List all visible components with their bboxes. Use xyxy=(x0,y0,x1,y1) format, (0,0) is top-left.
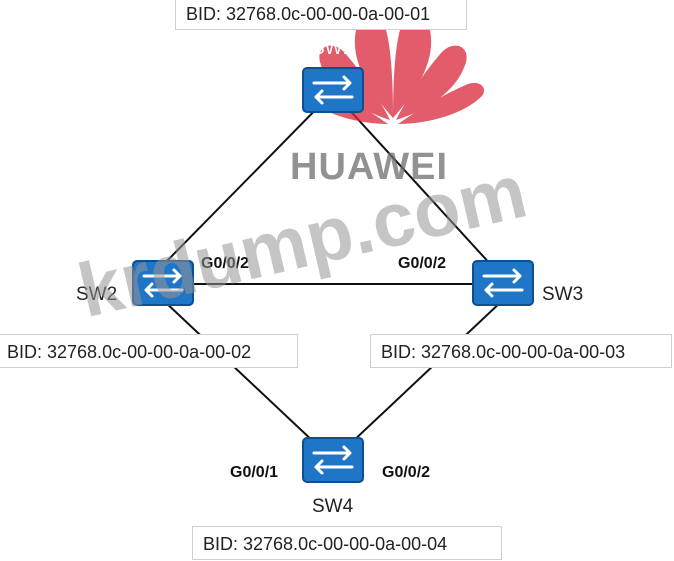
sw2-bid-label: BID: 32768.0c-00-00-0a-00-02 xyxy=(0,334,298,368)
sw2-switch[interactable] xyxy=(132,260,194,306)
link-sw1-sw2 xyxy=(162,91,334,266)
switch-icon xyxy=(472,260,534,306)
port-sw3-g0-0-2: G0/0/2 xyxy=(398,255,447,272)
sw3-switch[interactable] xyxy=(472,260,534,306)
switch-icon xyxy=(302,67,364,113)
sw1-switch[interactable] xyxy=(302,67,364,113)
sw2-name: SW2 xyxy=(76,284,118,305)
link-sw1-sw3 xyxy=(332,91,504,279)
port-sw2-g0-0-2: G0/0/2 xyxy=(201,255,250,272)
sw3-name: SW3 xyxy=(542,284,584,305)
sw1-bid-label: BID: 32768.0c-00-00-0a-00-01 xyxy=(175,0,467,30)
port-sw4-g0-0-2: G0/0/2 xyxy=(382,464,431,481)
link-sw2-sw4 xyxy=(162,299,334,461)
sw4-switch[interactable] xyxy=(302,437,364,483)
sw4-bid-label: BID: 32768.0c-00-00-0a-00-04 xyxy=(192,526,502,560)
port-sw4-g0-0-1: G0/0/1 xyxy=(230,464,279,481)
link-sw3-sw4 xyxy=(332,299,504,461)
sw3-bid-label: BID: 32768.0c-00-00-0a-00-03 xyxy=(370,334,672,368)
huawei-watermark-text: HUAWEI xyxy=(290,146,448,188)
switch-icon xyxy=(302,437,364,483)
sw4-name: SW4 xyxy=(312,496,354,517)
sw1-name: SW1 xyxy=(312,38,354,59)
switch-icon xyxy=(132,260,194,306)
